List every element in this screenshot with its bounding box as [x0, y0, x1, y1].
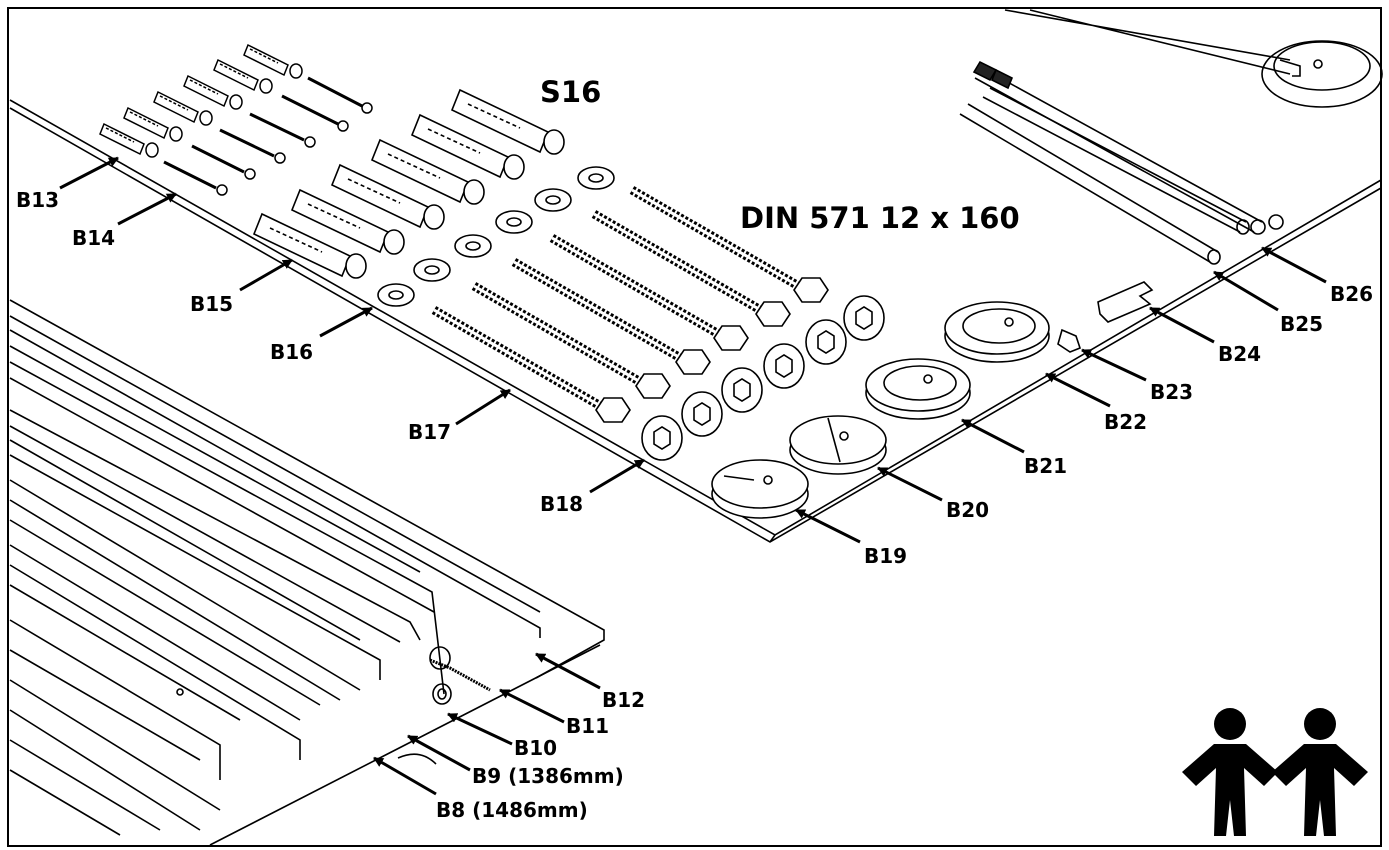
label-b10: B10: [514, 736, 558, 760]
tray-plate: [9, 99, 1382, 543]
leader-arrows: [59, 156, 1327, 796]
label-b23: B23: [1150, 380, 1194, 404]
rails: [9, 299, 605, 846]
rods: [959, 60, 1284, 265]
label-b26: B26: [1330, 282, 1374, 306]
label-b19: B19: [864, 544, 908, 568]
label-b20: B20: [946, 498, 990, 522]
label-b24: B24: [1218, 342, 1262, 366]
small-plugs: [99, 43, 303, 158]
label-b16: B16: [270, 340, 314, 364]
label-b13: B13: [16, 188, 60, 212]
label-b9: B9 (1386mm): [472, 764, 624, 788]
washers: [377, 166, 615, 307]
label-b15: B15: [190, 292, 234, 316]
label-b14: B14: [72, 226, 116, 250]
keyring: [1004, 9, 1383, 108]
heading-s16: S16: [540, 75, 602, 109]
label-b25: B25: [1280, 312, 1324, 336]
heading-din: DIN 571 12 x 160: [740, 201, 1020, 235]
frame-border: [7, 7, 1382, 847]
small-hardware: [1057, 281, 1154, 353]
lag-bolts: [431, 186, 829, 423]
label-b22: B22: [1104, 410, 1148, 434]
discs: [711, 301, 1050, 519]
label-b17: B17: [408, 420, 452, 444]
large-plugs: [252, 88, 565, 279]
label-b8: B8 (1486mm): [436, 798, 588, 822]
caps: [641, 295, 885, 461]
label-b21: B21: [1024, 454, 1068, 478]
label-b11: B11: [566, 714, 610, 738]
label-b18: B18: [540, 492, 584, 516]
small-screws: [163, 76, 373, 196]
two-person-lift-icon: [1182, 708, 1368, 836]
label-b12: B12: [602, 688, 646, 712]
